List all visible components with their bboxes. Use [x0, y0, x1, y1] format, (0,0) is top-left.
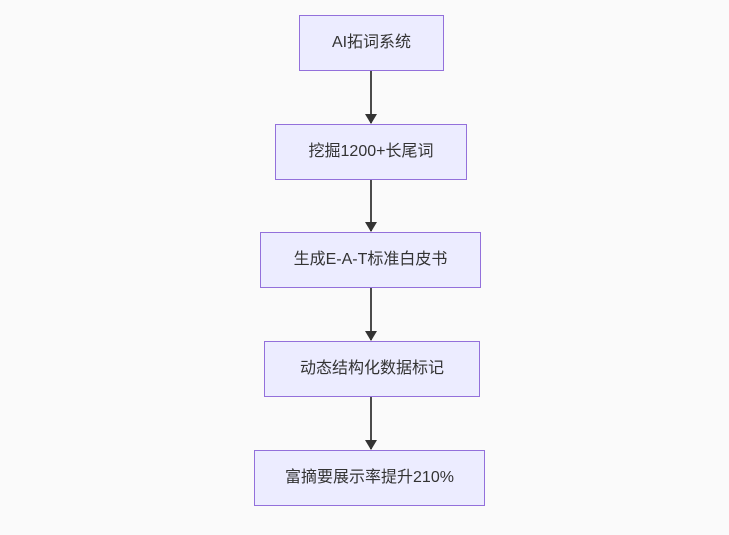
arrow-down-icon: [365, 71, 377, 124]
arrow-down-icon: [365, 288, 377, 341]
flowchart-node-rich-snippet-result: 富摘要展示率提升210%: [254, 450, 485, 506]
flowchart-node-longtail-mining: 挖掘1200+长尾词: [275, 124, 467, 180]
node-label: 动态结构化数据标记: [299, 360, 444, 377]
node-label: AI拓词系统: [331, 34, 412, 51]
node-label: 生成E-A-T标准白皮书: [293, 251, 448, 268]
node-label: 富摘要展示率提升210%: [285, 469, 454, 486]
arrow-down-icon: [365, 397, 377, 450]
node-label: 挖掘1200+长尾词: [308, 143, 434, 160]
flowchart-node-ai-word-system: AI拓词系统: [299, 15, 444, 71]
flowchart-node-eat-whitepaper: 生成E-A-T标准白皮书: [260, 232, 481, 288]
arrow-down-icon: [365, 180, 377, 232]
flowchart-node-structured-data: 动态结构化数据标记: [264, 341, 480, 397]
